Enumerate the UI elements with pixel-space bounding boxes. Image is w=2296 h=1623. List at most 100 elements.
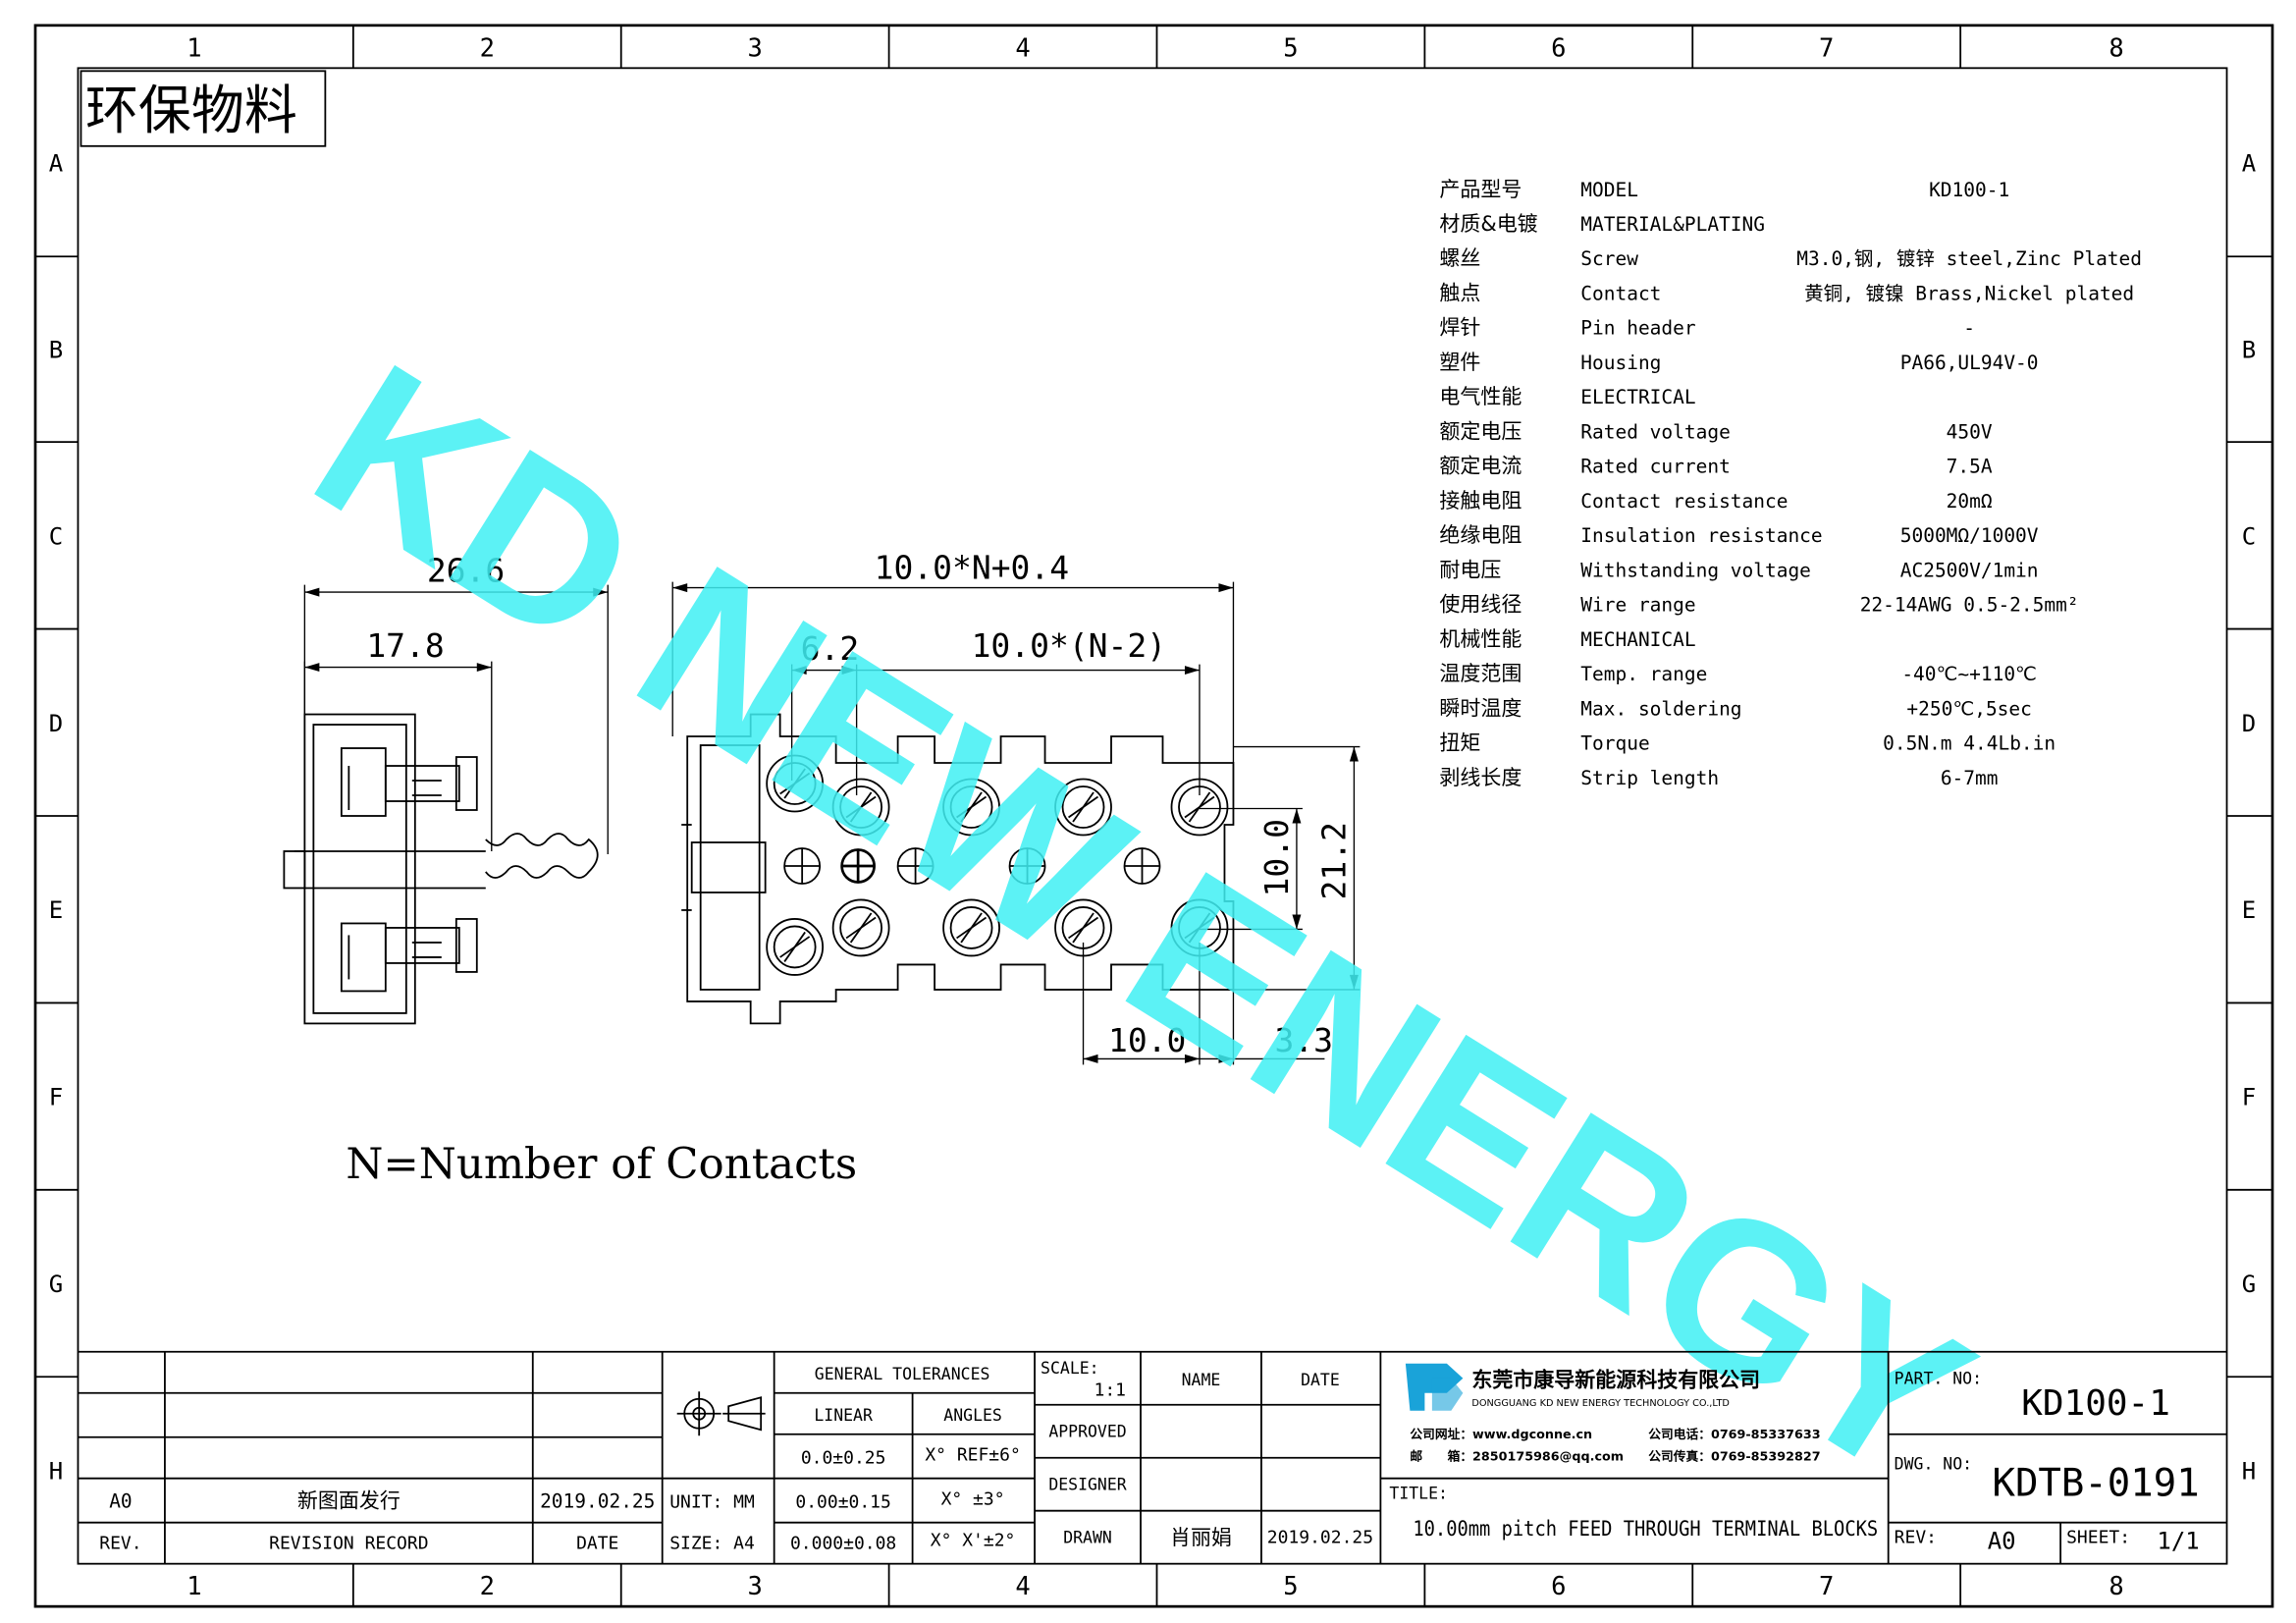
tol-angle-2: X° ±3° <box>941 1489 1005 1510</box>
size-label: SIZE: A4 <box>669 1534 755 1554</box>
dwg-no: KDTB-0191 <box>1993 1462 2200 1506</box>
spec-value: - <box>1963 317 1975 340</box>
spec-en-label: Pin header <box>1580 317 1695 340</box>
spec-cn-label: 塑件 <box>1439 351 1480 374</box>
spec-cn-label: 额定电压 <box>1439 419 1522 443</box>
row-label-E-right: E <box>2242 896 2256 924</box>
column-label-5-bottom: 5 <box>1283 1572 1298 1601</box>
company-fax: 公司传真：0769-85392827 <box>1648 1449 1820 1465</box>
spec-en-label: Rated current <box>1580 456 1730 478</box>
row-label-G-right: G <box>2242 1271 2256 1298</box>
spec-cn-label: 产品型号 <box>1439 178 1522 201</box>
angles-label: ANGLES <box>943 1406 1002 1425</box>
column-label-4-bottom: 4 <box>1015 1572 1030 1601</box>
spec-en-label: Contact <box>1580 282 1661 304</box>
screw-icon <box>766 918 825 976</box>
spec-row: 焊针 Pin header - <box>1439 316 1975 340</box>
dim-bottom-pitch: 10.0 <box>1108 1021 1186 1059</box>
approved-label: APPROVED <box>1048 1423 1126 1441</box>
screw-icon <box>766 754 825 813</box>
screw-icon <box>942 778 1000 837</box>
row-label-E-left: E <box>49 896 63 924</box>
part-no-label: PART. NO: <box>1895 1370 1982 1388</box>
rev-record-label: REVISION RECORD <box>269 1534 428 1554</box>
spec-value: 20mΩ <box>1947 490 1993 513</box>
tol-linear-3: 0.000±0.08 <box>790 1534 896 1554</box>
spec-en-label: Withstanding voltage <box>1580 559 1811 581</box>
spec-cn-label: 机械性能 <box>1439 627 1522 651</box>
spec-cn-label: 焊针 <box>1439 316 1480 340</box>
mounting-hole-icon <box>896 847 934 885</box>
eco-material-label: 环保物料 <box>85 80 297 141</box>
company-phone: 公司电话：0769-85337633 <box>1648 1427 1820 1442</box>
spec-cn-label: 温度范围 <box>1439 662 1522 685</box>
projection-symbol <box>676 1391 766 1436</box>
dwg-no-label: DWG. NO: <box>1895 1455 1972 1474</box>
tol-angle-3: X° X'±2° <box>931 1531 1016 1551</box>
dim-depth-inner: 17.8 <box>366 626 444 665</box>
general-tolerances-label: GENERAL TOLERANCES <box>815 1365 990 1383</box>
spec-en-label: Max. soldering <box>1580 697 1741 720</box>
screw-heads <box>766 754 1229 976</box>
spec-cn-label: 扭矩 <box>1439 731 1480 755</box>
rev-entry-rev: A0 <box>109 1490 132 1513</box>
spec-cn-label: 绝缘电阻 <box>1439 523 1522 547</box>
spec-en-label: Temp. range <box>1580 663 1707 685</box>
column-label-7-bottom: 7 <box>1819 1572 1834 1601</box>
company-logo <box>1405 1363 1464 1411</box>
dim-end-offset: 3.3 <box>1274 1021 1333 1059</box>
spec-en-label: MATERIAL&PLATING <box>1580 213 1765 236</box>
tol-linear-1: 0.0±0.25 <box>801 1448 886 1469</box>
spec-en-label: Torque <box>1580 732 1649 755</box>
screw-icon <box>831 778 890 837</box>
spec-value: 22-14AWG 0.5-2.5mm² <box>1860 594 2079 617</box>
dim-overall-length: 10.0*N+0.4 <box>875 549 1070 587</box>
drawing-title: 10.00mm pitch FEED THROUGH TERMINAL BLOC… <box>1413 1517 1878 1541</box>
company-name-cn: 东莞市康导新能源科技有限公司 <box>1471 1369 1760 1392</box>
row-label-A-left: A <box>49 149 63 177</box>
mounting-hole-icon <box>1123 847 1161 885</box>
row-label-B-left: B <box>49 337 63 364</box>
drawn-date: 2019.02.25 <box>1267 1528 1373 1548</box>
screw-icon <box>831 898 890 957</box>
spec-value: KD100-1 <box>1929 179 2009 201</box>
dim-overall-depth: 26.6 <box>427 552 505 590</box>
column-label-2-top: 2 <box>480 33 495 63</box>
rev-entry-date: 2019.02.25 <box>540 1490 655 1513</box>
spec-value: M3.0,钢, 镀锌 steel,Zinc Plated <box>1796 247 2142 270</box>
row-label-A-right: A <box>2242 149 2256 177</box>
spec-cn-label: 耐电压 <box>1439 558 1501 581</box>
dim-height-pitch: 10.0 <box>1257 819 1296 896</box>
spec-value: -40℃~+110℃ <box>1901 663 2037 685</box>
drawn-label: DRAWN <box>1063 1529 1112 1547</box>
spec-en-label: Contact resistance <box>1580 490 1788 513</box>
spec-en-label: Screw <box>1580 247 1638 270</box>
company-name-en: DONGGUANG KD NEW ENERGY TECHNOLOGY CO.,L… <box>1471 1398 1730 1409</box>
dim-span-pitch: 10.0*(N-2) <box>972 626 1167 665</box>
spec-en-label: Strip length <box>1580 767 1719 789</box>
column-label-8-top: 8 <box>2109 33 2123 63</box>
rev-box-label: REV: <box>1895 1528 1937 1548</box>
drawn-name: 肖丽娟 <box>1170 1526 1232 1549</box>
row-label-C-right: C <box>2242 522 2256 550</box>
spec-value: PA66,UL94V-0 <box>1900 352 2039 374</box>
row-label-C-left: C <box>49 522 63 550</box>
linear-label: LINEAR <box>814 1406 873 1425</box>
column-label-6-top: 6 <box>1551 33 1566 63</box>
front-view <box>681 713 1235 1025</box>
rev-label: REV. <box>99 1534 141 1554</box>
screw-icon <box>1054 778 1112 837</box>
spec-en-label: ELECTRICAL <box>1580 386 1695 408</box>
